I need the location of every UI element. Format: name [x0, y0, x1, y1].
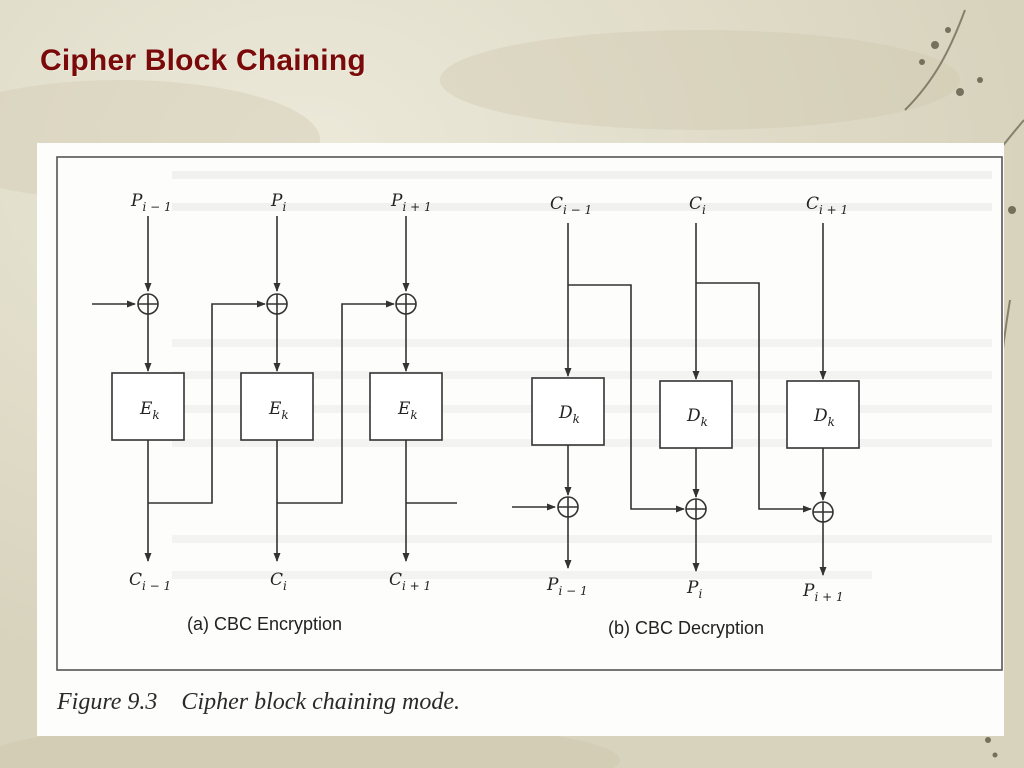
xor-icon	[266, 293, 288, 315]
xor-icon	[685, 498, 707, 520]
xor-icon	[137, 293, 159, 315]
dec-input-label: Ci + 1	[806, 194, 848, 217]
decrypt-block-label: Dk	[686, 406, 708, 429]
encryption-diagram	[92, 216, 457, 562]
figure-caption: Figure 9.3 Cipher block chaining mode.	[56, 689, 460, 715]
decrypt-block-label: Dk	[558, 403, 580, 426]
dec-input-label: Ci − 1	[550, 194, 592, 217]
dec-output-label: Pi + 1	[802, 581, 844, 604]
enc-output-label: Ci − 1	[129, 570, 171, 593]
dec-output-label: Pi − 1	[546, 575, 588, 598]
dec-output-label: Pi	[686, 578, 702, 601]
encrypt-block-label: Ek	[268, 399, 289, 422]
enc-input-label: Pi + 1	[390, 191, 432, 214]
encryption-caption: (a) CBC Encryption	[187, 614, 342, 634]
encrypt-block-label: Ek	[139, 399, 160, 422]
enc-output-label: Ci	[270, 570, 287, 593]
xor-icon	[812, 501, 834, 523]
slide-title: Cipher Block Chaining	[40, 44, 366, 77]
enc-input-label: Pi − 1	[130, 191, 172, 214]
figure-frame	[56, 156, 1003, 671]
decryption-diagram	[512, 223, 860, 576]
decryption-caption: (b) CBC Decryption	[608, 618, 764, 638]
enc-input-label: Pi	[270, 191, 286, 214]
decrypt-block-label: Dk	[813, 406, 835, 429]
dec-input-label: Ci	[689, 194, 706, 217]
encrypt-block-label: Ek	[397, 399, 418, 422]
cbc-diagram: Pi − 1 Pi Pi + 1 Ek Ek Ek Ci − 1 Ci Ci +…	[56, 156, 1003, 715]
enc-output-label: Ci + 1	[389, 570, 431, 593]
xor-icon	[557, 496, 579, 518]
xor-icon	[395, 293, 417, 315]
figure-scan: Pi − 1 Pi Pi + 1 Ek Ek Ek Ci − 1 Ci Ci +…	[37, 143, 1004, 736]
